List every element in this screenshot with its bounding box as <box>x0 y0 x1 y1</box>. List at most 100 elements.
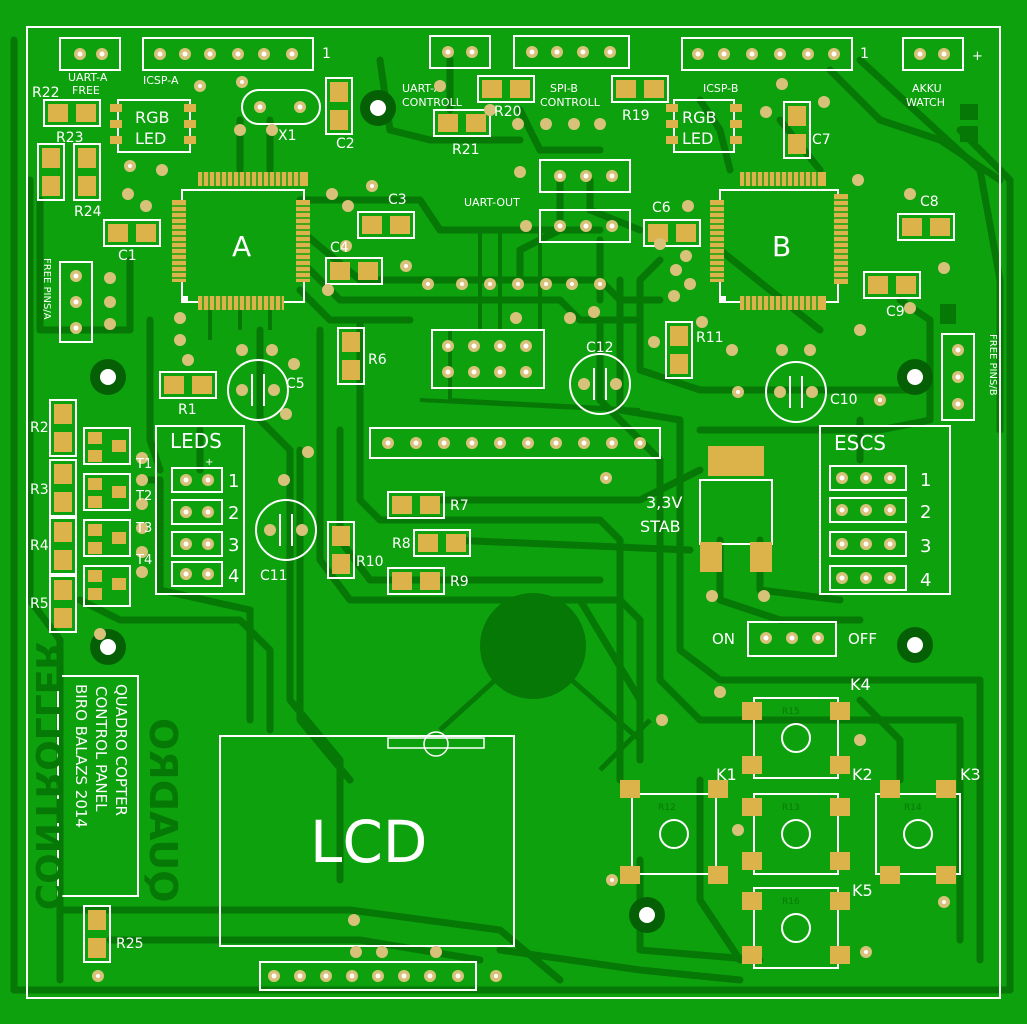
rgb-led-b-line1: RGB <box>682 108 717 127</box>
t2 <box>83 473 131 511</box>
header-uart-a-free: UART-A FREE <box>59 37 121 97</box>
header-icsp-a: ICSP-A 1 <box>142 37 331 87</box>
label-x1: X1 <box>278 128 297 144</box>
label-t2: T2 <box>135 489 152 504</box>
credit-line3: BIRO BALAZS 2014 <box>72 684 90 828</box>
designators: R22 R23 R24 C1 C2 C3 C4 R21 R20 R19 C7 C… <box>30 85 939 952</box>
label-r8: R8 <box>392 536 411 552</box>
smd-horizontal <box>43 75 955 595</box>
label-r2: R2 <box>30 420 49 436</box>
r24 <box>73 143 101 201</box>
copper-traces <box>10 36 1014 994</box>
regulator-3v3: 3,3V STAB <box>640 446 773 572</box>
c3 <box>357 211 415 239</box>
label-r6: R6 <box>368 352 387 368</box>
switch-on: ON <box>712 630 735 648</box>
button-k2[interactable]: R13 K2 <box>742 765 873 875</box>
credit-block: QUADRO COPTER CONTROL PANEL BIRO BALAZS … <box>57 675 139 897</box>
lcd-label: LCD <box>310 808 427 876</box>
label-c12: C12 <box>586 340 614 356</box>
label-r21: R21 <box>452 142 480 158</box>
mcu-b-label: B <box>772 230 791 263</box>
label-c8: C8 <box>920 194 939 210</box>
header-2x4-mid <box>431 329 545 389</box>
header-free-pins-a: FREE PINS/A <box>41 258 93 343</box>
label-c9: C9 <box>886 304 905 320</box>
label-r3: R3 <box>30 482 49 498</box>
escs-n1: 1 <box>920 470 931 491</box>
mcu-a-label: A <box>232 230 251 263</box>
label-spi-b: SPI-B <box>550 82 578 95</box>
label-c7: C7 <box>812 132 831 148</box>
crystal-x1: X1 <box>241 89 321 144</box>
leds-plus: + <box>205 457 213 468</box>
label-k2: K2 <box>852 765 873 784</box>
leds-n4: 4 <box>228 566 239 587</box>
r8 <box>413 529 471 557</box>
stab-line1: 3,3V <box>646 493 682 512</box>
c6 <box>643 219 701 247</box>
t4 <box>83 565 131 607</box>
label-icsp-b: ICSP-B <box>703 82 738 95</box>
label-r25: R25 <box>116 936 144 952</box>
c9 <box>863 271 921 299</box>
rgb-led-a-line1: RGB <box>135 108 170 127</box>
escs-block: ESCS 1 2 3 4 <box>819 425 951 595</box>
escs-title: ESCS <box>834 431 886 455</box>
header-lcd <box>259 961 477 991</box>
label-uart-a-ctrl2: CONTROLL <box>402 96 463 109</box>
escs-n3: 3 <box>920 536 931 557</box>
label-c3: C3 <box>388 192 407 208</box>
rgb-led-b-line2: LED <box>682 129 713 148</box>
header-akku-watch: + AKKU WATCH <box>902 37 983 109</box>
label-c1: C1 <box>118 248 137 264</box>
transistors <box>83 427 131 607</box>
thermal-spokes <box>438 644 652 772</box>
r19 <box>611 75 669 103</box>
label-r20: R20 <box>494 104 522 120</box>
mounting-holes <box>90 90 933 933</box>
label-uart-a-free: UART-A <box>68 71 108 84</box>
button-k4[interactable]: R15 K4 <box>742 675 871 779</box>
label-k1: K1 <box>716 765 737 784</box>
header-uart-out: UART-OUT <box>464 159 631 243</box>
t3 <box>83 519 131 557</box>
label-spi-b2: CONTROLL <box>540 96 601 109</box>
label-c11: C11 <box>260 568 288 584</box>
label-r14: R14 <box>904 803 922 813</box>
r25 <box>83 905 111 963</box>
r9 <box>387 567 445 595</box>
label-t4: T4 <box>135 553 152 568</box>
header-spi-b: SPI-B CONTROLL <box>513 35 630 109</box>
label-t1: T1 <box>135 457 152 472</box>
plus-mark-akku: + <box>972 49 983 64</box>
header-icsp-b: ICSP-B 1 <box>681 37 869 95</box>
rgb-led-a-line2: LED <box>135 129 166 148</box>
r4 <box>49 517 77 575</box>
leds-n3: 3 <box>228 535 239 556</box>
buttons: R15 K4 R13 K2 R16 K5 R12 K1 <box>620 675 981 969</box>
r7 <box>387 491 445 519</box>
header-free-pins-b: FREE PINS/B <box>941 333 998 421</box>
label-c5: C5 <box>286 376 305 392</box>
button-k5[interactable]: R16 K5 <box>742 881 873 969</box>
electrolytic-caps <box>227 353 827 561</box>
c8 <box>897 213 955 241</box>
rgb-led-b: RGB LED <box>666 99 742 153</box>
vias <box>92 76 950 982</box>
r21 <box>433 109 491 137</box>
stab-line2: STAB <box>640 517 681 536</box>
cap-pads <box>236 378 818 536</box>
leds-block: LEDS + 1 2 3 4 <box>155 425 245 595</box>
label-t3: T3 <box>135 521 152 536</box>
label-akku: AKKU <box>912 82 942 95</box>
pin1-mark-icsp-a: 1 <box>322 46 331 62</box>
button-k3[interactable]: R14 K3 <box>875 765 981 884</box>
cap-c11 <box>255 499 317 561</box>
credit-line1: QUADRO COPTER <box>112 684 130 816</box>
right-edge-parts <box>940 104 978 324</box>
label-icsp-a: ICSP-A <box>143 74 179 87</box>
t1 <box>83 427 131 465</box>
button-k1[interactable]: R12 K1 <box>620 765 737 884</box>
